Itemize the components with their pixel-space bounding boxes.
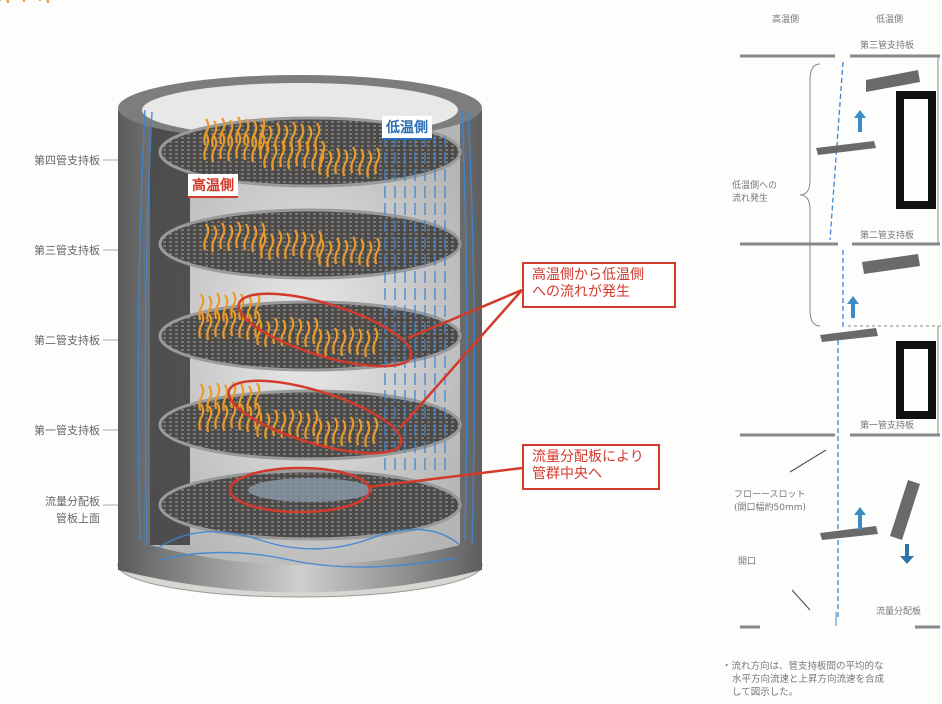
callout-distribution: 流量分配板により 管群中央へ — [522, 444, 660, 490]
callout-distribution-line1: 流量分配板により — [532, 449, 644, 465]
plate-guide-lines — [103, 159, 118, 506]
label-plate-3: 第三管支持板 — [34, 244, 100, 257]
schematic-plates — [816, 70, 936, 540]
callout-distribution-line2: 管群中央へ — [532, 466, 602, 482]
footnote: ・流れ方向は、管支持板間の平均的な 水平方向流速と上昇方向流速を合成 して図示し… — [722, 660, 940, 699]
label-plate3: 第三管支持板 — [860, 41, 915, 51]
label-tubesheet: 管板上面 — [56, 512, 100, 525]
tag-low-temp: 低温側 — [382, 116, 432, 140]
footnote-line3: して図示した。 — [732, 687, 799, 698]
hot-flow-arrows — [0, 0, 57, 4]
plate-fdp — [158, 469, 462, 541]
footnote-line1: ・流れ方向は、管支持板間の平均的な — [722, 661, 884, 672]
head-low: 低温側 — [876, 15, 904, 25]
schematic — [740, 54, 942, 629]
label-plate-2: 第二管支持板 — [34, 334, 100, 347]
label-fdp: 流量分配板 — [45, 495, 100, 508]
slot-label-2: (開口幅約50mm) — [734, 503, 807, 513]
opening-label: 開口 — [738, 557, 757, 567]
brace-label-1: 低温側への — [732, 181, 778, 191]
label-plate-1: 第一管支持板 — [34, 424, 100, 437]
fdp-label: 流量分配板 — [876, 607, 922, 617]
label-plate2: 第二管支持板 — [860, 231, 915, 241]
footnote-line2: 水平方向流速と上昇方向流速を合成 — [732, 674, 885, 685]
brace-label-2: 流れ発生 — [732, 194, 769, 204]
tag-high-temp: 高温側 — [188, 174, 238, 198]
label-plate1: 第一管支持板 — [860, 421, 915, 431]
schematic-arrows — [835, 110, 914, 626]
slot-label-1: フローースロット — [734, 490, 806, 500]
callout-crossflow-line1: 高温側から低温側 — [532, 267, 644, 283]
callout-crossflow-line2: への流れが発生 — [532, 284, 630, 300]
cold-flow-lines — [137, 109, 475, 568]
label-plate-4: 第四管支持板 — [34, 154, 100, 167]
head-high: 高温側 — [772, 15, 800, 25]
callout-crossflow: 高温側から低温側 への流れが発生 — [522, 262, 676, 308]
highlight-ellipses — [227, 288, 523, 514]
